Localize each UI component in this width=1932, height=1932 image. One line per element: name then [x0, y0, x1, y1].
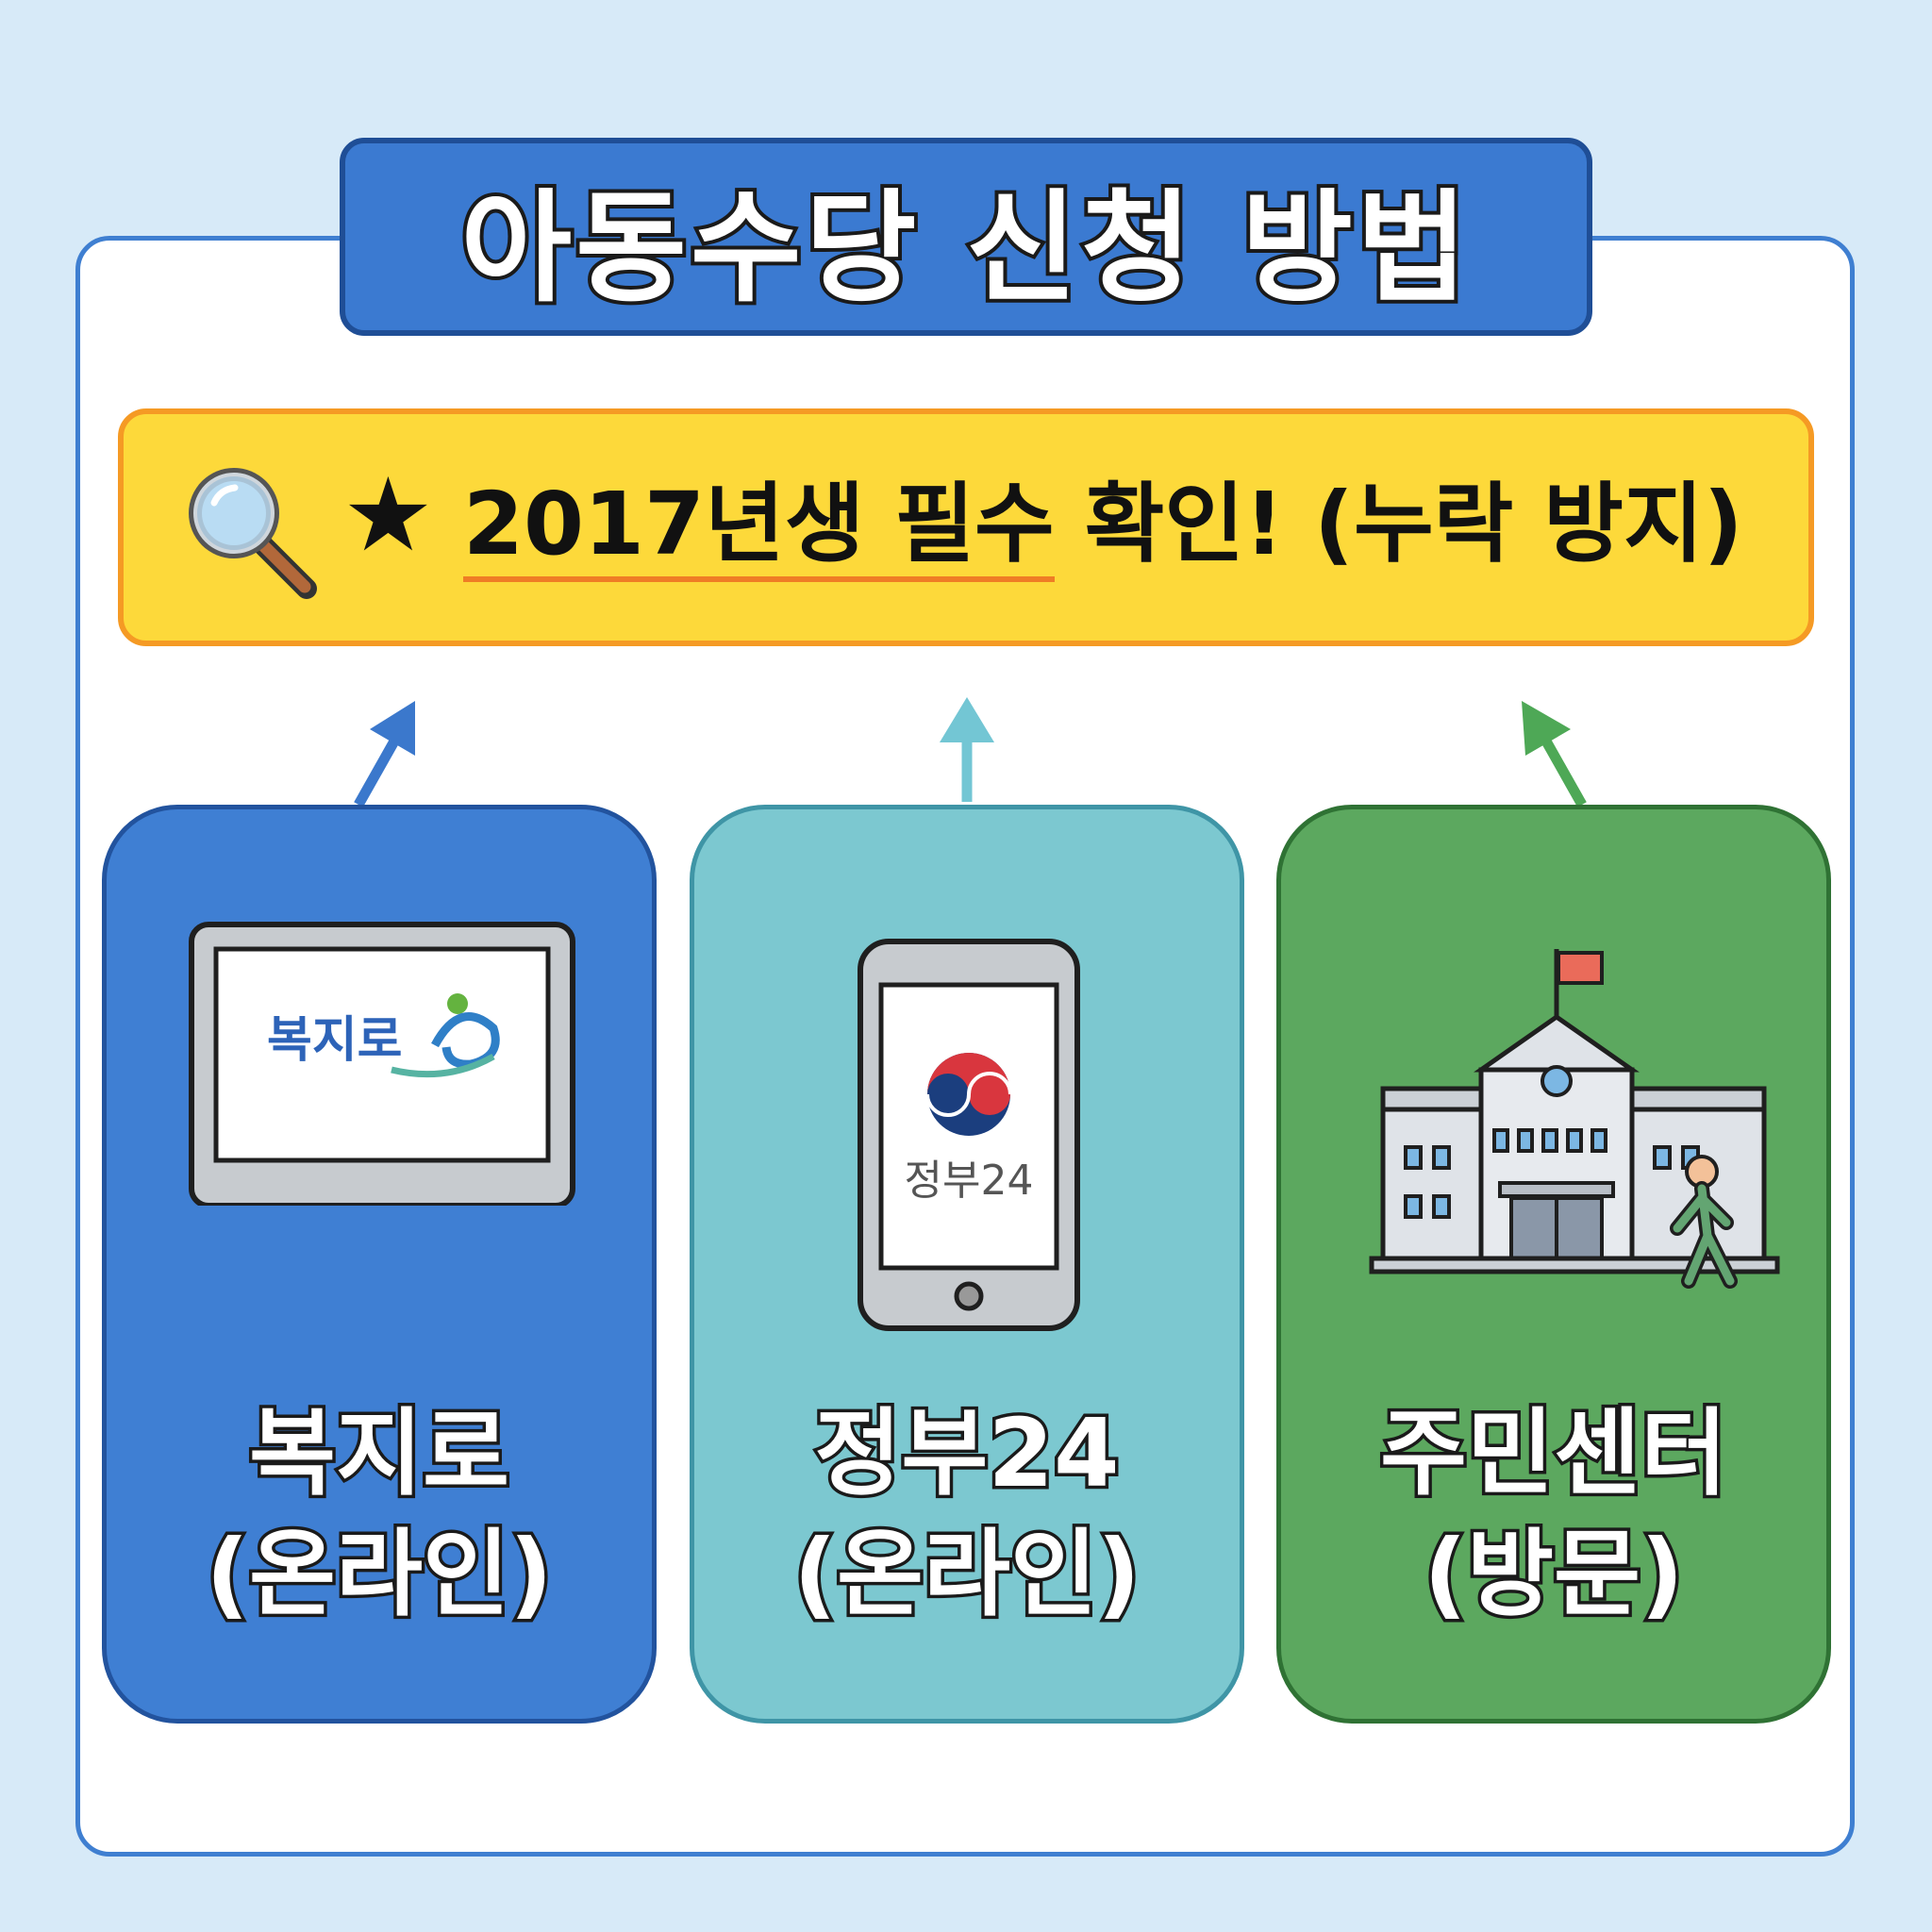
- monitor-icon: 복지로: [189, 922, 575, 1206]
- flag-icon: [1554, 949, 1604, 1023]
- notice-banner: ★ 2017년생 필수 확인! (누락 방지): [118, 408, 1814, 646]
- taegeuk-emblem-icon: [925, 1053, 1012, 1136]
- title-banner: 아동수당 신청 방법: [340, 138, 1592, 336]
- card-title: 정부24: [811, 1395, 1123, 1512]
- arrow-up-icon: [354, 701, 415, 808]
- card-gov24[interactable]: 정부24 정부24 (온라인): [690, 805, 1244, 1724]
- star-icon: ★: [342, 457, 434, 575]
- card-subtitle: (방문): [1421, 1516, 1687, 1633]
- magnifier-icon: [189, 468, 317, 599]
- card-community-center[interactable]: 주민센터 (방문): [1276, 805, 1831, 1724]
- gov24-logo-text: 정부24: [905, 1157, 1034, 1205]
- notice-rest: 확인! (누락 방지): [1084, 474, 1743, 575]
- card-title: 복지로: [246, 1395, 513, 1512]
- card-subtitle: (온라인): [203, 1516, 556, 1633]
- arrow-up-icon: [1522, 701, 1587, 808]
- walking-person-icon: [1670, 1155, 1738, 1289]
- building-icon: [1369, 949, 1780, 1289]
- card-bokjiro[interactable]: 복지로 복지로 (온라인): [102, 805, 657, 1724]
- arrow-up-icon: [940, 697, 994, 802]
- card-subtitle: (온라인): [791, 1516, 1143, 1633]
- bokjiro-logo-text: 복지로: [267, 1012, 403, 1069]
- card-title: 주민센터: [1377, 1395, 1731, 1512]
- smartphone-icon: 정부24: [858, 939, 1080, 1331]
- notice-highlight: 2017년생 필수: [463, 474, 1055, 582]
- page-title: 아동수당 신청 방법: [457, 175, 1472, 323]
- notice-text: 2017년생 필수 확인! (누락 방지): [463, 474, 1743, 582]
